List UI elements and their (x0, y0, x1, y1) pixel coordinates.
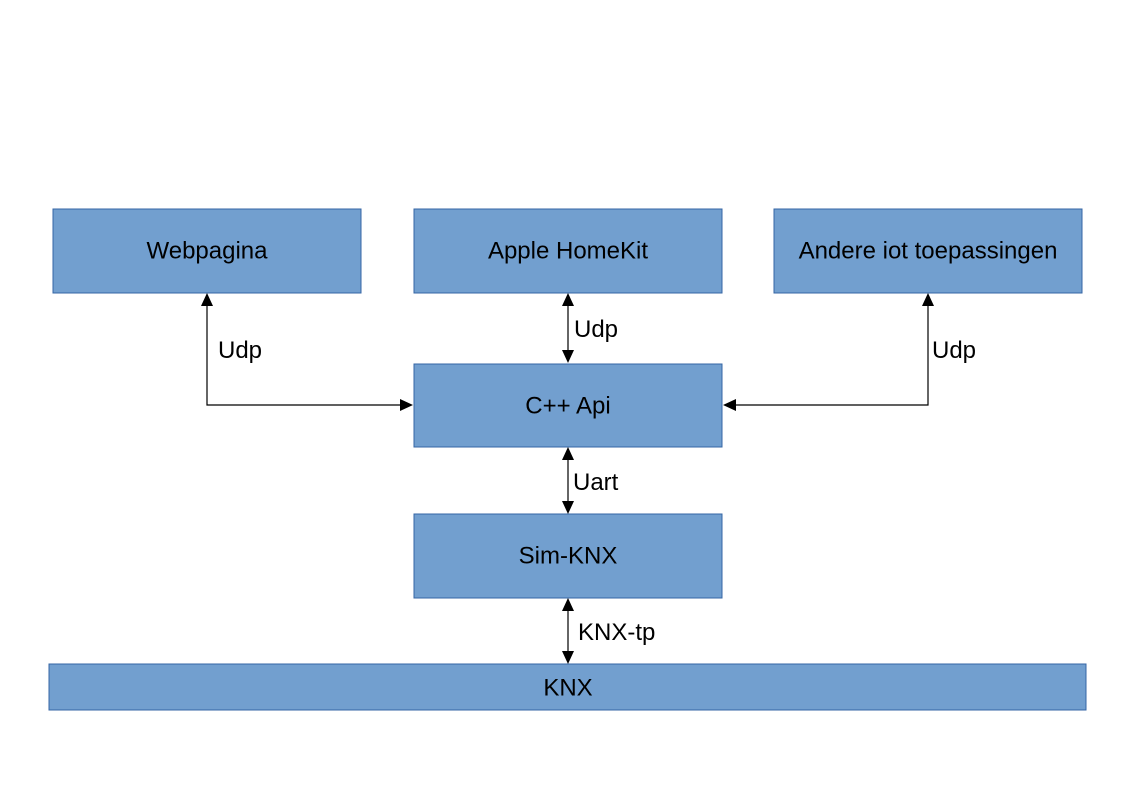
node-cpp-api-label: C++ Api (525, 393, 610, 420)
node-apple-homekit-label: Apple HomeKit (488, 238, 648, 265)
node-knx-box (48, 663, 1087, 711)
node-knx-label: KNX (543, 675, 592, 702)
node-andere-iot-box (773, 208, 1083, 294)
node-cpp-api: C++ Api (413, 363, 723, 448)
arrowhead-up-icon (562, 447, 574, 460)
arrowhead-up-icon (201, 293, 213, 306)
edge-homekit-api-label: Udp (574, 316, 618, 343)
node-andere-iot: Andere iot toepassingen (773, 208, 1083, 294)
edge-simknx-knx: KNX-tp (562, 598, 655, 664)
arrowhead-left-icon (723, 399, 736, 411)
edge-webpagina-api: Udp (201, 293, 413, 411)
arrowhead-up-icon (562, 293, 574, 306)
edge-iot-api-label: Udp (932, 337, 976, 364)
edge-webpagina-api-line (206, 306, 400, 406)
arrowhead-down-icon (562, 501, 574, 514)
edge-simknx-knx-label: KNX-tp (578, 619, 655, 646)
node-sim-knx-label: Sim-KNX (519, 543, 618, 570)
arrowhead-right-icon (400, 399, 413, 411)
arrowhead-up-icon (562, 598, 574, 611)
node-sim-knx-box (413, 513, 723, 599)
node-knx: KNX (48, 663, 1087, 711)
node-andere-iot-label: Andere iot toepassingen (799, 238, 1058, 265)
edge-api-simknx: Uart (562, 447, 619, 514)
node-apple-homekit: Apple HomeKit (413, 208, 723, 294)
edge-homekit-api: Udp (562, 293, 618, 363)
arrowhead-down-icon (562, 350, 574, 363)
edge-iot-api-line (736, 306, 929, 406)
arrowhead-up-icon (922, 293, 934, 306)
node-sim-knx: Sim-KNX (413, 513, 723, 599)
node-apple-homekit-box (413, 208, 723, 294)
arrowhead-down-icon (562, 651, 574, 664)
edge-iot-api: Udp (723, 293, 976, 411)
edge-webpagina-api-label: Udp (218, 337, 262, 364)
edge-api-simknx-label: Uart (573, 469, 619, 496)
node-webpagina-box (52, 208, 362, 294)
node-webpagina: Webpagina (52, 208, 362, 294)
node-cpp-api-box (413, 363, 723, 448)
node-webpagina-label: Webpagina (147, 238, 269, 265)
